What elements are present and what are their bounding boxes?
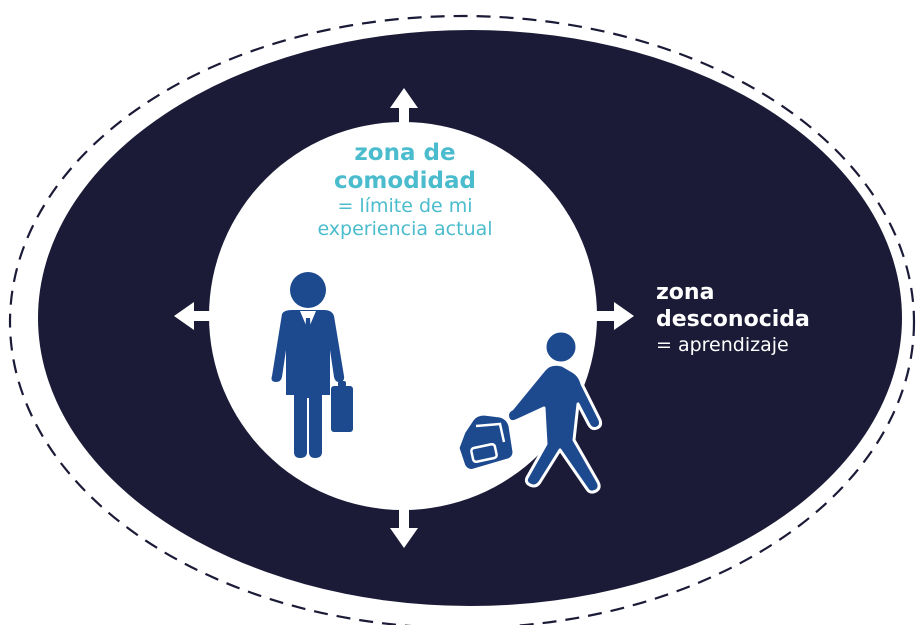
arrow-up-icon — [390, 88, 418, 126]
comfort-zone-title-line2: comodidad — [334, 168, 476, 195]
arrow-left-icon — [174, 302, 214, 330]
comfort-zone-label: zona de comodidad = límite de mi experie… — [250, 139, 560, 241]
comfort-zone-subtitle-line1: = límite de mi — [337, 195, 473, 218]
dashed-boundary — [9, 14, 915, 625]
businessman-icon — [271, 272, 353, 458]
arrow-right-icon — [594, 302, 634, 330]
unknown-zone-title-line1: zona — [656, 280, 715, 305]
unknown-zone-subtitle: = aprendizaje — [656, 333, 789, 356]
walking-person-backpack-icon — [456, 329, 603, 494]
comfort-zone-subtitle-line2: experiencia actual — [317, 218, 493, 241]
unknown-zone-title-line2: desconocida — [656, 306, 810, 332]
comfort-zone-title-line1: zona de — [354, 140, 456, 166]
arrow-down-icon — [390, 508, 418, 548]
unknown-zone-label: zona desconocida = aprendizaje — [656, 280, 906, 357]
